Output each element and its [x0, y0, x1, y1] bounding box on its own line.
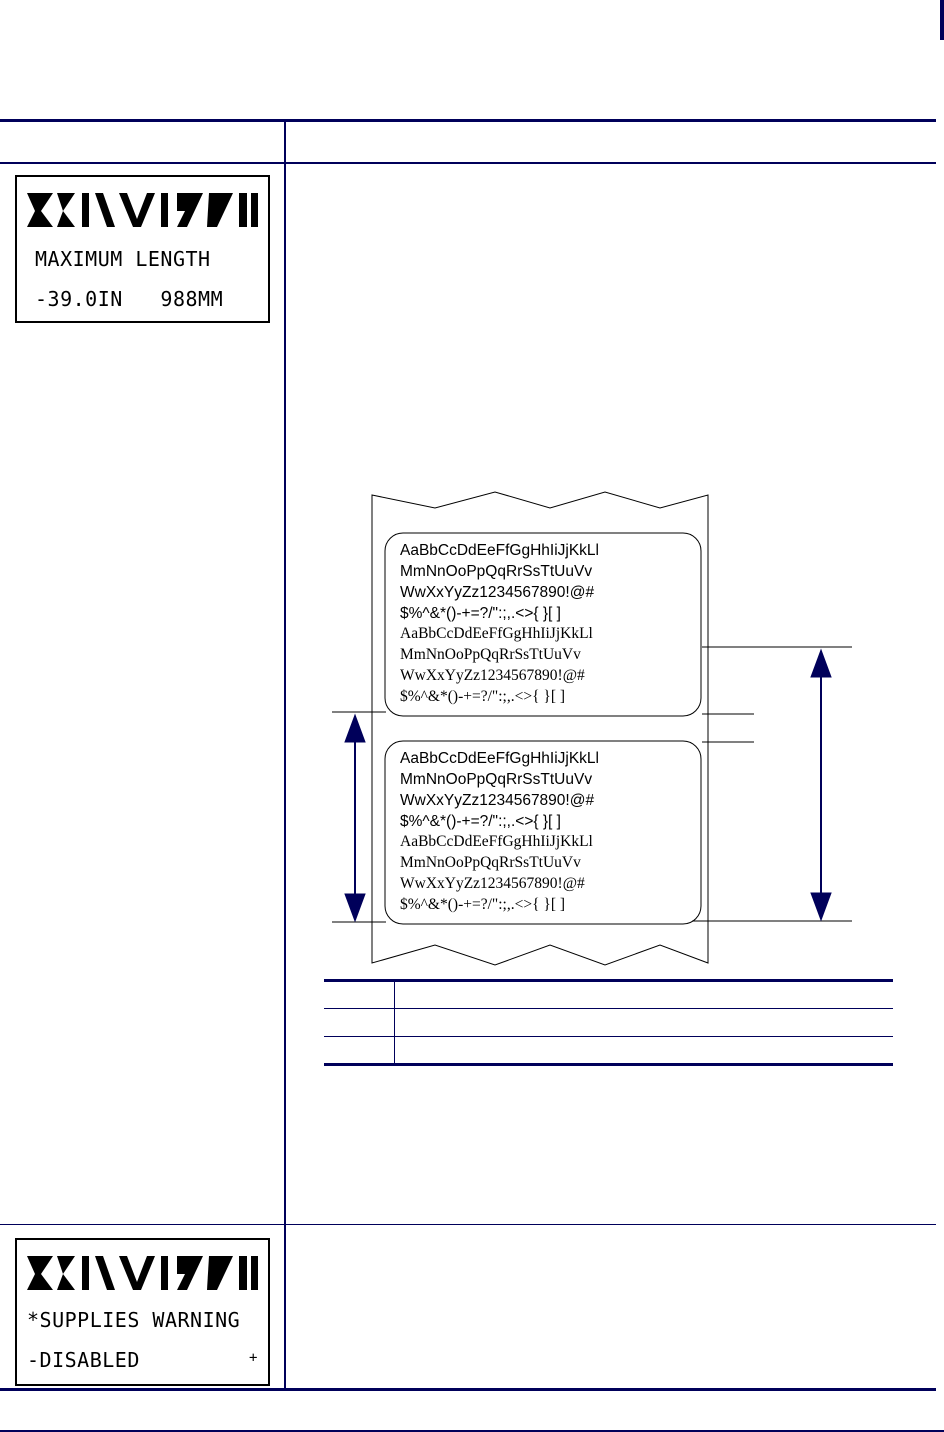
label-2-line-3: WwXxYyZz1234567890!@#: [400, 792, 594, 809]
page-edge-marker: [940, 0, 944, 40]
lcd-line-1: MAXIMUM LENGTH: [35, 247, 211, 271]
lcd-display-maximum-length: MAXIMUM LENGTH -39.0IN 988MM: [15, 175, 270, 323]
lcd-line-2: -DISABLED: [27, 1348, 140, 1372]
column-divider: [284, 120, 286, 1390]
lcd-line-2: -39.0IN 988MM: [35, 287, 224, 311]
label-2: [384, 740, 702, 925]
legend-table-top-rule: [324, 979, 893, 982]
legend-table: [324, 979, 893, 1066]
zebra-stripes-logo: [27, 1256, 258, 1290]
legend-row-rule-2: [324, 1036, 893, 1037]
label-1-text: AaBbCcDdEeFfGgHhIiJjKkLl MmNnOoPpQqRrSsT…: [400, 542, 599, 705]
row-divider: [0, 1224, 936, 1225]
lcd-display-supplies-warning: *SUPPLIES WARNING -DISABLED +: [15, 1238, 270, 1386]
label-2-line-8: $%^&*()-+=?/":;,.<>{ }[ ]: [400, 896, 565, 913]
label-2-line-7: WwXxYyZz1234567890!@#: [400, 875, 585, 892]
label-2-line-4: $%^&*()-+=?/":;,.<>{ }[ ]: [400, 813, 561, 830]
label-1-line-2: MmNnOoPpQqRrSsTtUuVv: [400, 563, 592, 580]
label-2-line-6: MmNnOoPpQqRrSsTtUuVv: [400, 854, 581, 871]
label-1-line-1: AaBbCcDdEeFfGgHhIiJjKkLl: [400, 542, 599, 559]
label-2-text: AaBbCcDdEeFfGgHhIiJjKkLl MmNnOoPpQqRrSsT…: [400, 750, 599, 913]
table-bottom-rule: [0, 1388, 936, 1391]
label-2-line-1: AaBbCcDdEeFfGgHhIiJjKkLl: [400, 750, 599, 767]
label-1-line-7: WwXxYyZz1234567890!@#: [400, 667, 585, 684]
label-1-line-6: MmNnOoPpQqRrSsTtUuVv: [400, 646, 581, 663]
media-strip: [371, 491, 709, 966]
legend-row-rule-1: [324, 1008, 893, 1009]
label-1-line-8: $%^&*()-+=?/":;,.<>{ }[ ]: [400, 688, 565, 705]
zebra-stripes-logo: [27, 193, 258, 227]
legend-table-bottom-rule: [324, 1063, 893, 1066]
table-top-rule: [0, 119, 936, 122]
label-1: [384, 532, 702, 717]
label-2-line-5: AaBbCcDdEeFfGgHhIiJjKkLl: [400, 833, 593, 850]
lcd-line-1: *SUPPLIES WARNING: [27, 1308, 241, 1332]
page-footer-rule: [0, 1430, 944, 1432]
label-1-line-3: WwXxYyZz1234567890!@#: [400, 584, 594, 601]
legend-column-divider: [394, 981, 395, 1064]
lcd-plus-indicator: +: [249, 1350, 258, 1366]
label-1-line-5: AaBbCcDdEeFfGgHhIiJjKkLl: [400, 625, 593, 642]
table-header-rule: [0, 162, 936, 164]
dimension-arrow-right: [810, 648, 832, 922]
label-1-line-4: $%^&*()-+=?/":;,.<>{ }[ ]: [400, 605, 561, 622]
label-2-line-2: MmNnOoPpQqRrSsTtUuVv: [400, 771, 592, 788]
dimension-arrow-left: [344, 713, 366, 923]
